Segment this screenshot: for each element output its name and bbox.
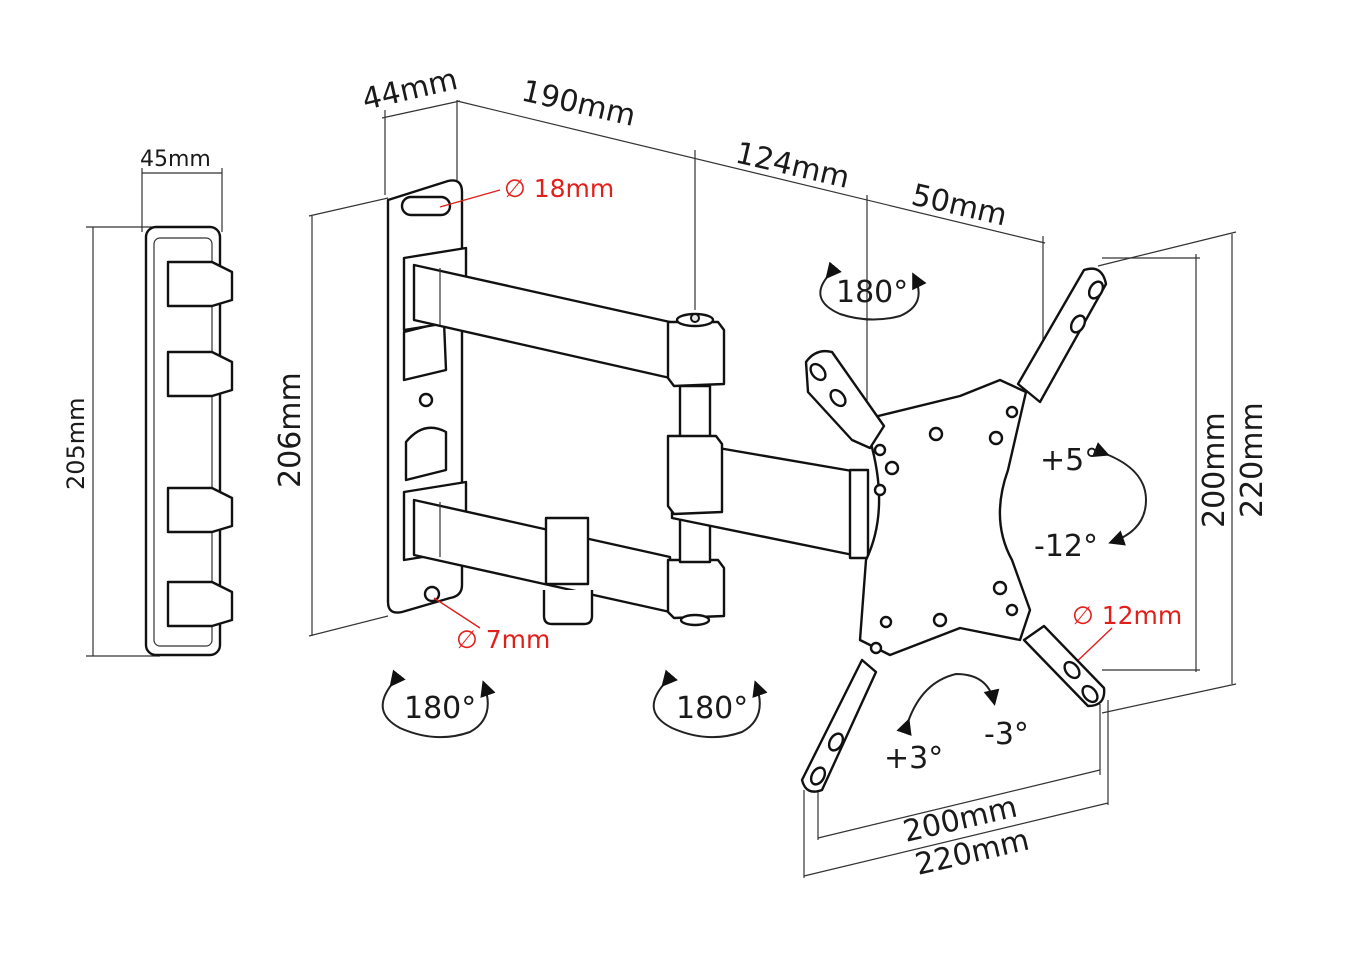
wall-hole-callout: ∅ 7mm xyxy=(456,625,550,654)
vesa-arm-top-right xyxy=(1016,267,1108,404)
rotation-indicators: 180° 180° 180° +5° -12° +3° -3° xyxy=(381,261,1148,776)
level-minus-label: -3° xyxy=(984,717,1029,752)
side-bracket-hooks xyxy=(166,260,234,628)
wall-plate-assembly: 44mm 190mm 124mm 50mm 206mm xyxy=(273,62,1046,637)
side-view: 45mm 205mm xyxy=(62,147,234,657)
lower-arm-joint xyxy=(666,558,726,620)
top-swivel-label: 180° xyxy=(836,275,908,310)
plate-height-label: 206mm xyxy=(273,372,308,488)
elbow-swivel-label: 180° xyxy=(676,691,748,726)
tilt-down-label: -12° xyxy=(1034,529,1098,564)
vesa-plate: 200mm 220mm 200mm 220mm xyxy=(800,231,1270,883)
upper-arm-joint xyxy=(666,320,726,388)
wall-swivel-label: 180° xyxy=(404,691,476,726)
side-plate-outline xyxy=(144,225,222,657)
vesa-v-inner-label: 200mm xyxy=(1197,412,1232,528)
side-depth-label: 45mm xyxy=(140,147,211,172)
arm2-label: 124mm xyxy=(732,136,853,196)
plate-depth-label: 44mm xyxy=(359,62,461,118)
vesa-v-outer-label: 220mm xyxy=(1235,402,1270,518)
slot-callout: ∅ 18mm xyxy=(504,174,614,203)
arm3-label: 50mm xyxy=(908,178,1010,234)
cable-clip xyxy=(544,516,590,586)
vesa-holes xyxy=(809,280,1105,786)
vesa-center xyxy=(858,378,1032,657)
vesa-arm-bottom-left xyxy=(800,658,878,793)
wall-hole xyxy=(423,585,441,603)
side-height-label: 205mm xyxy=(62,397,90,490)
tilt-up-label: +5° xyxy=(1040,443,1099,478)
vesa-hole-callout: ∅ 12mm xyxy=(1072,601,1182,630)
arm1-label: 190mm xyxy=(518,74,639,134)
mounting-slot xyxy=(400,195,452,217)
hole-callouts: ∅ 18mm ∅ 7mm ∅ 12mm xyxy=(433,174,1182,669)
level-plus-label: +3° xyxy=(884,741,943,776)
